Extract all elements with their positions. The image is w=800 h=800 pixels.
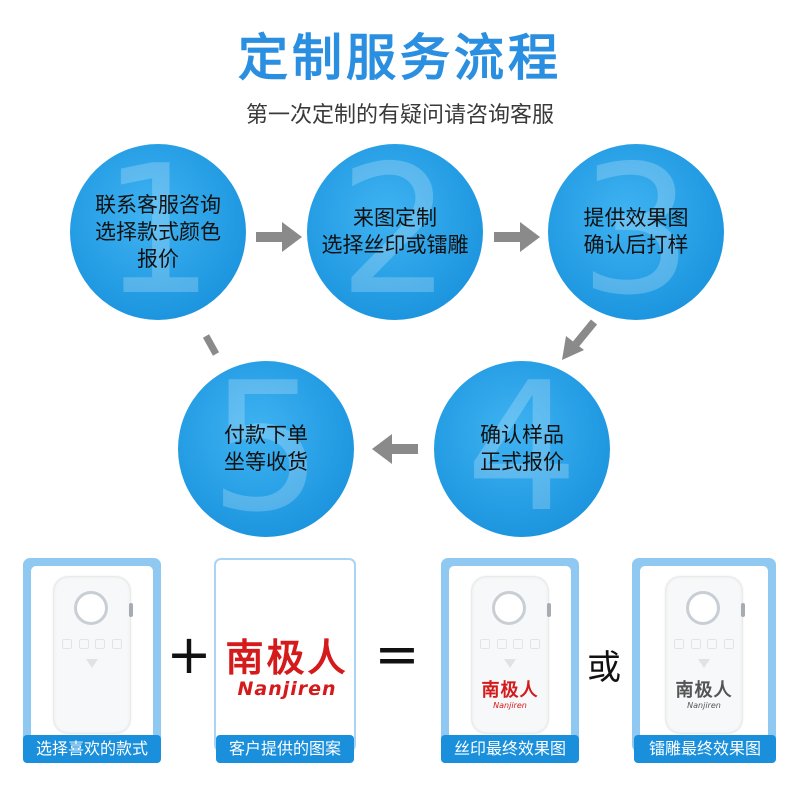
device-icons xyxy=(62,639,122,649)
device-logo-zh: 南极人 xyxy=(666,681,742,701)
device-logo-silkscreen: 南极人 Nanjiren xyxy=(472,681,548,711)
step-5-line-1: 付款下单 xyxy=(224,422,308,449)
device-triangle-icon xyxy=(504,659,516,668)
step-circle-5: 5 付款下单 坐等收货 xyxy=(178,361,354,537)
arrow-right-icon xyxy=(494,222,540,252)
step-1-line-2: 选择款式颜色 xyxy=(95,219,221,246)
device-button-icon xyxy=(492,591,526,625)
arrow-down-left-icon xyxy=(560,318,600,360)
brand-logo-en: Nanjiren xyxy=(216,678,358,700)
device-icons xyxy=(480,639,540,649)
alarm-device-image: 南极人 Nanjiren xyxy=(472,577,548,733)
step-5-line-2: 坐等收货 xyxy=(224,449,308,476)
device-logo-engraving: 南极人 Nanjiren xyxy=(666,681,742,711)
step-1-line-3: 报价 xyxy=(137,246,179,273)
alarm-device-image xyxy=(54,577,130,733)
device-switch-icon xyxy=(741,603,745,617)
alarm-device-image: 南极人 Nanjiren xyxy=(666,577,742,733)
step-4-line-2: 正式报价 xyxy=(480,449,564,476)
device-triangle-icon xyxy=(86,659,98,668)
step-2-line-1: 来图定制 xyxy=(353,205,437,232)
device-button-icon xyxy=(686,591,720,625)
brand-logo: 南极人 Nanjiren xyxy=(216,638,358,700)
step-3-line-2: 确认后打样 xyxy=(584,232,689,259)
label-style-choice: 选择喜欢的款式 xyxy=(23,735,161,763)
label-silkscreen-result: 丝印最终效果图 xyxy=(441,735,579,763)
connector-dash-icon xyxy=(202,334,220,358)
step-circle-3: 3 提供效果图 确认后打样 xyxy=(548,144,724,320)
step-circle-1: 1 联系客服咨询 选择款式颜色 报价 xyxy=(70,144,246,320)
or-text: 或 xyxy=(587,640,621,689)
device-switch-icon xyxy=(129,603,133,617)
device-logo-en: Nanjiren xyxy=(666,701,742,711)
label-engraving-result: 镭雕最终效果图 xyxy=(634,735,776,763)
step-circle-2: 2 来图定制 选择丝印或镭雕 xyxy=(307,144,483,320)
step-circle-4: 4 确认样品 正式报价 xyxy=(434,361,610,537)
arrow-right-icon xyxy=(256,222,302,252)
page-title: 定制服务流程 xyxy=(0,18,800,90)
arrow-left-icon xyxy=(372,434,418,464)
device-logo-en: Nanjiren xyxy=(472,701,548,711)
card-style-choice xyxy=(23,558,161,752)
card-engraving-result: 南极人 Nanjiren xyxy=(632,558,776,752)
device-triangle-icon xyxy=(698,659,710,668)
card-inner: 南极人 Nanjiren xyxy=(640,566,768,744)
device-button-icon xyxy=(74,591,108,625)
device-switch-icon xyxy=(547,603,551,617)
card-customer-pattern: 南极人 Nanjiren xyxy=(214,558,356,752)
equals-sign: = xyxy=(372,628,422,682)
step-3-line-1: 提供效果图 xyxy=(584,205,689,232)
card-silkscreen-result: 南极人 Nanjiren xyxy=(441,558,579,752)
step-4-line-1: 确认样品 xyxy=(480,422,564,449)
step-1-line-1: 联系客服咨询 xyxy=(95,192,221,219)
brand-logo-zh: 南极人 xyxy=(216,638,358,678)
card-inner xyxy=(31,566,153,744)
page-subtitle: 第一次定制的有疑问请咨询客服 xyxy=(0,97,800,129)
label-customer-pattern: 客户提供的图案 xyxy=(216,735,354,763)
plus-sign: + xyxy=(166,628,212,682)
step-2-line-2: 选择丝印或镭雕 xyxy=(322,232,469,259)
card-inner: 南极人 Nanjiren xyxy=(449,566,571,744)
device-icons xyxy=(674,639,734,649)
device-logo-zh: 南极人 xyxy=(472,681,548,701)
